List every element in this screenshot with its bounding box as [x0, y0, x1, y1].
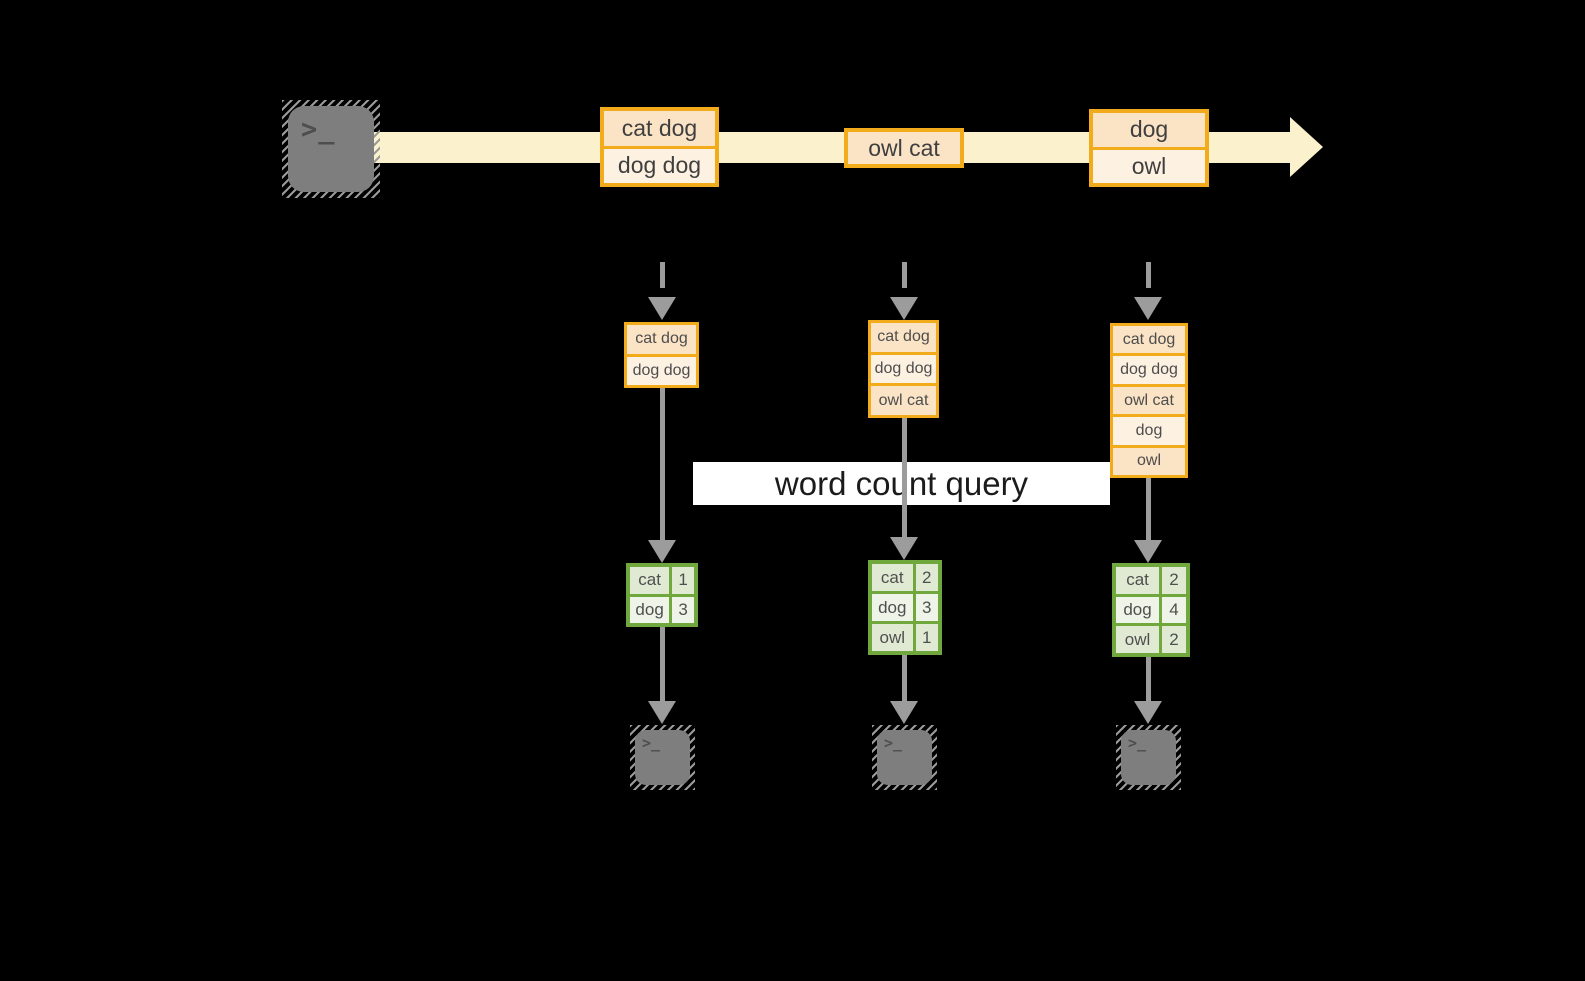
dashed-arrow-segment	[1146, 262, 1151, 288]
terminal-prompt-glyph: >_	[642, 734, 661, 752]
input-row: dog dog	[627, 356, 696, 385]
event-row: owl cat	[848, 132, 960, 164]
stream-arrowhead-icon	[1290, 117, 1323, 177]
word-cell: cat	[1116, 567, 1160, 594]
word-cell: cat	[630, 567, 670, 594]
arrow-segment	[660, 627, 665, 702]
count-cell: 1	[672, 567, 694, 594]
result-row: dog 3	[872, 594, 938, 621]
arrow-head-icon	[648, 701, 676, 724]
input-row: dog dog	[871, 354, 936, 384]
dashed-arrow-segment	[660, 262, 665, 288]
count-cell: 1	[915, 624, 938, 651]
input-table-2: cat dog dog dog owl cat	[868, 320, 939, 418]
arrow-segment	[660, 388, 665, 541]
result-row: dog 3	[630, 596, 694, 623]
input-row: dog dog	[1113, 356, 1185, 384]
event-row: owl	[1093, 149, 1205, 183]
terminal-body: >_	[1121, 730, 1176, 785]
terminal-body: >_	[288, 106, 374, 192]
terminal-body: >_	[635, 730, 690, 785]
dashed-arrow-segment	[902, 262, 907, 288]
dashed-arrow-head-icon	[1134, 297, 1162, 320]
dashed-arrow-head-icon	[890, 297, 918, 320]
event-row: dog dog	[604, 148, 715, 183]
count-cell: 3	[672, 596, 694, 623]
input-row: owl	[1113, 447, 1185, 476]
stream-event-box-2: owl cat	[844, 128, 964, 168]
arrow-head-icon	[890, 537, 918, 560]
terminal-prompt-glyph: >_	[301, 114, 336, 145]
result-table-3: cat 2 dog 4 owl 2	[1112, 563, 1190, 657]
input-row: cat dog	[1113, 326, 1185, 354]
source-terminal-icon: >_	[282, 100, 380, 198]
arrow-segment	[1146, 657, 1151, 702]
query-label: word count query	[693, 462, 1110, 505]
result-row: owl 1	[872, 624, 938, 651]
input-row: cat dog	[871, 323, 936, 352]
input-table-3: cat dog dog dog owl cat dog owl	[1110, 323, 1188, 478]
count-cell: 2	[1162, 626, 1186, 654]
output-terminal-icon-3: >_	[1116, 725, 1181, 790]
result-row: cat 2	[872, 564, 938, 591]
count-cell: 2	[915, 564, 938, 591]
count-cell: 4	[1162, 596, 1186, 624]
arrow-segment	[902, 655, 907, 702]
word-cell: dog	[1116, 596, 1160, 624]
event-row: dog	[1093, 113, 1205, 147]
terminal-prompt-glyph: >_	[1128, 734, 1147, 752]
word-cell: owl	[872, 624, 913, 651]
result-row: owl 2	[1116, 626, 1186, 654]
input-row: owl cat	[871, 386, 936, 416]
arrow-head-icon	[648, 540, 676, 563]
input-row: owl cat	[1113, 386, 1185, 415]
arrow-head-icon	[890, 701, 918, 724]
result-table-1: cat 1 dog 3	[626, 563, 698, 627]
count-cell: 3	[915, 594, 938, 621]
result-table-2: cat 2 dog 3 owl 1	[868, 560, 942, 655]
arrow-head-icon	[1134, 701, 1162, 724]
input-table-1: cat dog dog dog	[624, 322, 699, 388]
word-cell: cat	[872, 564, 913, 591]
terminal-body: >_	[877, 730, 932, 785]
stream-event-box-3: dog owl	[1089, 109, 1209, 187]
word-cell: dog	[872, 594, 913, 621]
count-cell: 2	[1162, 567, 1186, 594]
result-row: cat 1	[630, 567, 694, 594]
arrow-segment	[1146, 478, 1151, 541]
word-cell: owl	[1116, 626, 1160, 654]
result-row: dog 4	[1116, 596, 1186, 624]
event-row: cat dog	[604, 111, 715, 146]
word-cell: dog	[630, 596, 670, 623]
output-terminal-icon-2: >_	[872, 725, 937, 790]
result-row: cat 2	[1116, 567, 1186, 594]
input-row: dog	[1113, 417, 1185, 445]
dashed-arrow-head-icon	[648, 297, 676, 320]
output-terminal-icon-1: >_	[630, 725, 695, 790]
input-row: cat dog	[627, 325, 696, 354]
terminal-prompt-glyph: >_	[884, 734, 903, 752]
stream-event-box-1: cat dog dog dog	[600, 107, 719, 187]
arrow-segment	[902, 418, 907, 538]
arrow-head-icon	[1134, 540, 1162, 563]
